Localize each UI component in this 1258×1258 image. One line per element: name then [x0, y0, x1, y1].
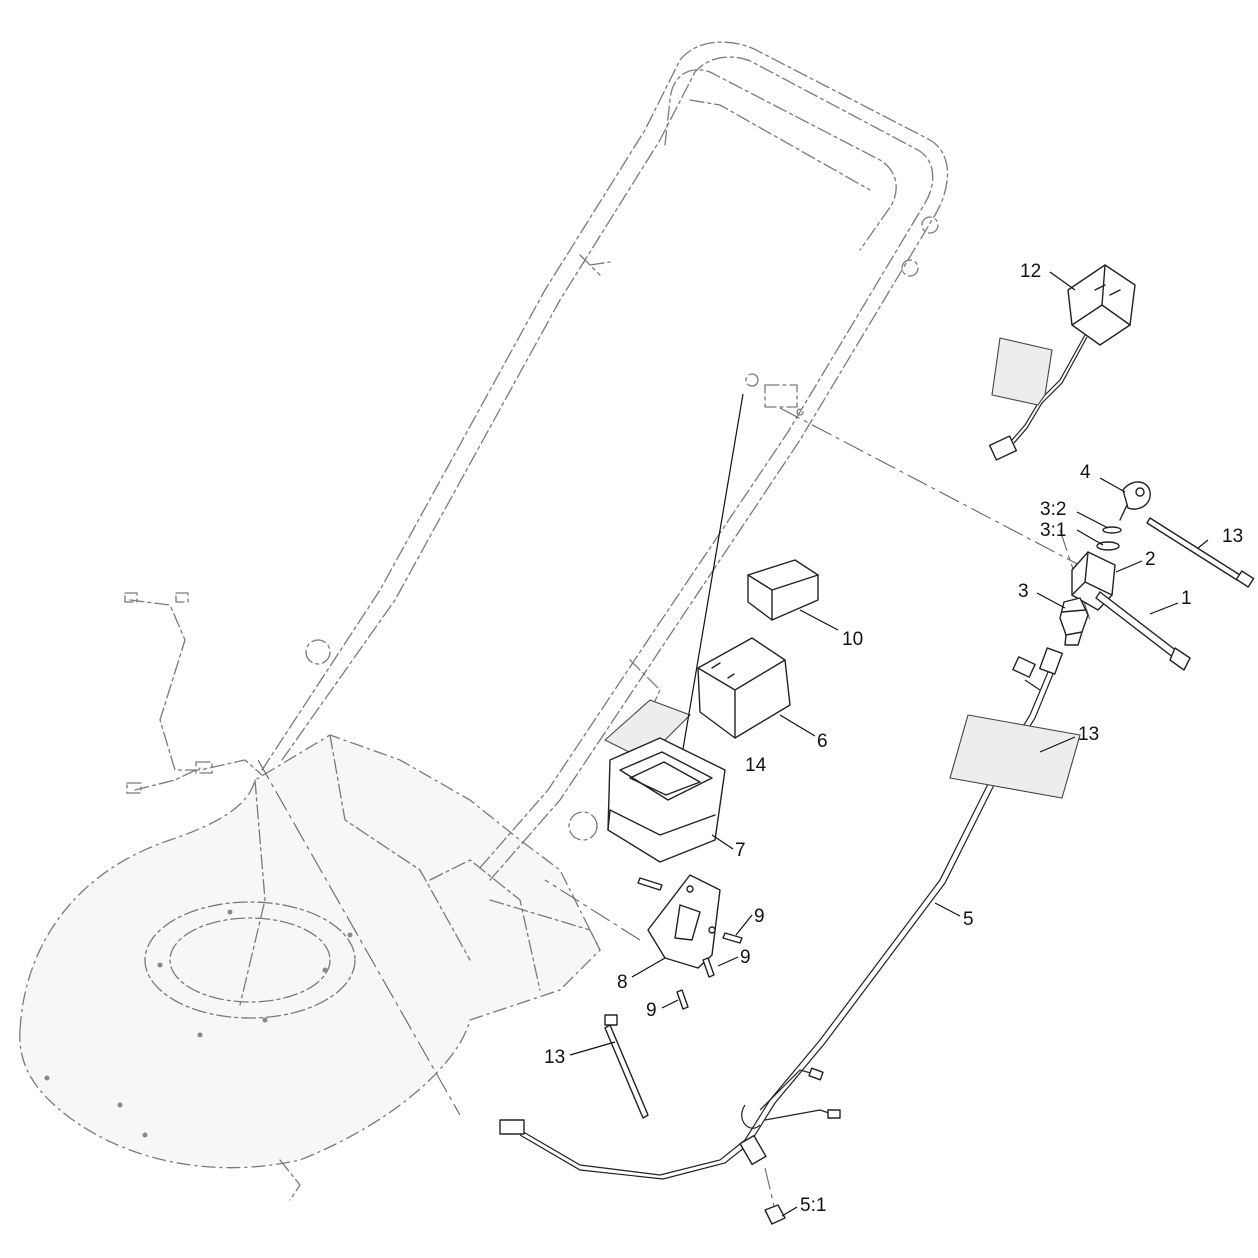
mower-handle-phantom: [261, 41, 949, 881]
callout-5: 5: [963, 909, 974, 930]
screws: [637, 877, 743, 1010]
mower-harness-phantom: [124, 592, 263, 794]
callout-9-c: 9: [646, 1000, 657, 1021]
key-switch: [1059, 597, 1089, 646]
label-card-12: [949, 714, 1081, 799]
callout-10: 10: [842, 629, 863, 650]
callout-13-lower: 13: [544, 1047, 565, 1068]
harness-clip: [764, 1204, 786, 1225]
foam-block: [747, 559, 819, 621]
cable-tie-lower: [604, 1014, 649, 1119]
callout-6: 6: [817, 731, 828, 752]
callout-3-1: 3:1: [1040, 520, 1066, 541]
charger-label-card: [991, 337, 1053, 406]
callout-11: 12: [1020, 261, 1041, 282]
callout-3: 3: [1018, 581, 1029, 602]
mower-deck-phantom: [19, 734, 601, 1201]
callout-8: 8: [617, 972, 628, 993]
leader-lines: [569, 271, 1209, 1217]
cable-tie-upper: [1146, 517, 1255, 588]
key: [1119, 481, 1151, 521]
battery-tray: [607, 737, 726, 863]
callout-12: 13: [1078, 724, 1099, 745]
callout-9-a: 9: [754, 906, 765, 927]
callout-2: 2: [1145, 549, 1156, 570]
washers: [1096, 526, 1122, 551]
callout-3-2: 3:2: [1040, 499, 1066, 520]
handle-bracket-phantom: [745, 373, 804, 416]
callout-labels: 12 4 3:2 3:1 13 2 3 1 10 13 6 14 7 5 9 9…: [544, 261, 1243, 1216]
callout-13-upper: 13: [1222, 526, 1243, 547]
callout-14: 14: [745, 755, 767, 776]
callout-5-1: 5:1: [800, 1195, 826, 1216]
callout-9-b: 9: [740, 947, 751, 968]
callout-4: 4: [1080, 462, 1091, 483]
callout-7: 7: [735, 840, 746, 861]
callout-1: 1: [1181, 588, 1192, 609]
battery: [697, 637, 791, 739]
bolt: [1095, 591, 1191, 671]
